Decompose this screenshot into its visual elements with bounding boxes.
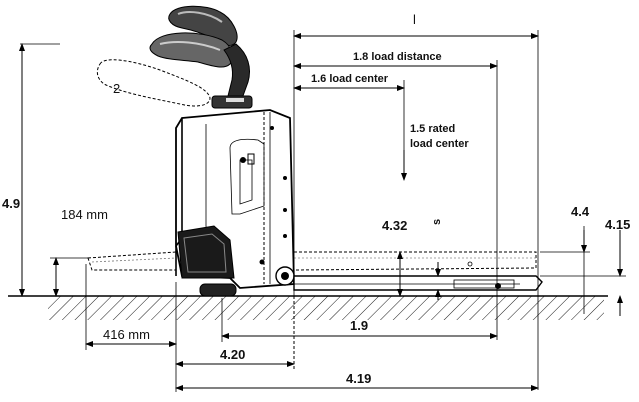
fork-height-dimensions: 4.32 s 4.4 4.15: [382, 204, 630, 316]
truck-body: [175, 109, 295, 289]
dim-416-label: 416 mm: [103, 327, 150, 342]
bottom-dimensions: 416 mm 1.9 4.20 4.19: [85, 318, 539, 391]
left-dimensions: 4.9 184 mm: [2, 43, 108, 297]
dim-4-32-label: 4.32: [382, 218, 407, 233]
top-dimensions: l 1.8 load distance 1.6 load center 1.5 …: [293, 12, 539, 181]
ground: [8, 295, 608, 320]
dim-4-4-label: 4.4: [571, 204, 590, 219]
load-center-label: 1.6 load center: [311, 73, 389, 85]
rated-load-center-label-2: load center: [410, 138, 469, 150]
rear-step: [87, 251, 177, 271]
load-distance-label: 1.8 load distance: [353, 51, 442, 63]
dim-4-20-label: 4.20: [220, 347, 245, 362]
handle-position-mark: 2: [113, 81, 120, 96]
tiller-handle: 2: [96, 5, 253, 109]
dim-184-label: 184 mm: [61, 207, 108, 222]
reference-lines: [20, 30, 539, 392]
dim-4-19-label: 4.19: [346, 371, 371, 386]
dim-l-label: l: [413, 12, 416, 27]
dim-1-9-label: 1.9: [350, 318, 368, 333]
rated-load-center-label-1: 1.5 rated: [410, 123, 455, 135]
dim-4-9-label: 4.9: [2, 196, 20, 211]
forks: [293, 251, 543, 291]
s-label: s: [431, 219, 443, 225]
dim-4-15-label: 4.15: [605, 217, 630, 232]
